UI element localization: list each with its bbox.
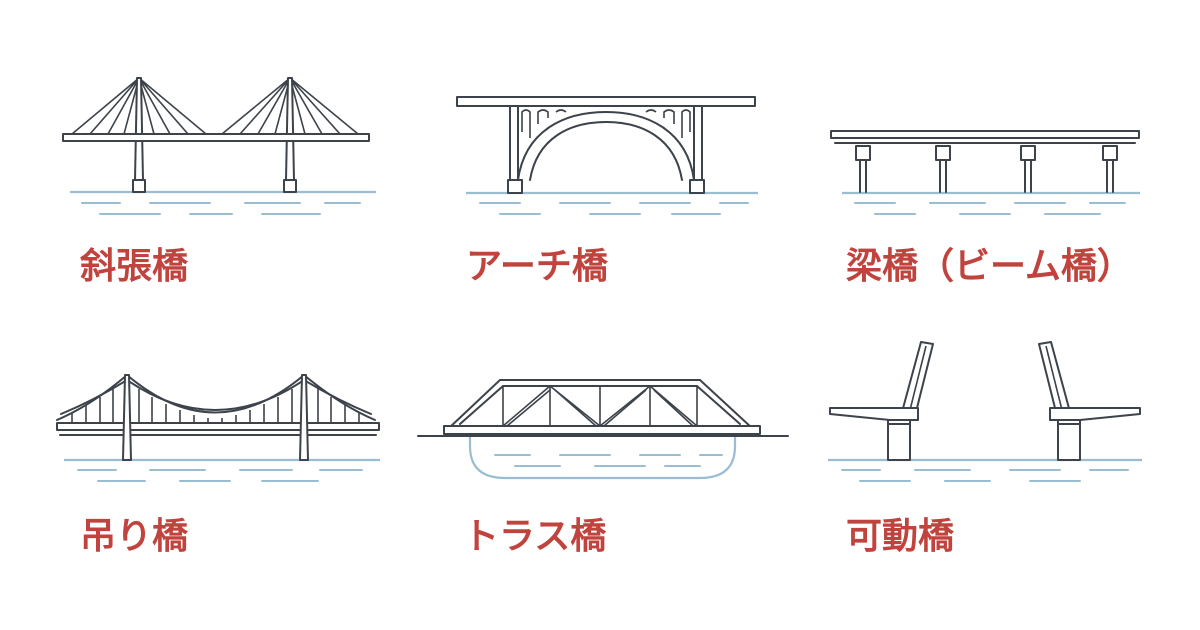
movable-bridge-icon — [828, 341, 1142, 482]
cable-stayed-bridge-icon — [62, 77, 376, 215]
arch-bridge-icon — [456, 96, 758, 215]
water-lines — [466, 191, 758, 215]
label-movable-bridge: 可動橋 — [846, 516, 955, 557]
label-suspension-bridge: 吊り橋 — [80, 516, 189, 557]
label-cable-stayed-bridge: 斜張橋 — [80, 246, 189, 287]
suspension-bridge-icon — [56, 374, 380, 482]
water-lines — [70, 190, 376, 215]
truss-bridge-icon — [417, 379, 789, 480]
water-lines — [64, 458, 380, 482]
label-truss-bridge: トラス橋 — [463, 516, 607, 557]
label-beam-bridge: 梁橋（ビーム橋） — [846, 246, 1133, 287]
beam-bridge-icon — [830, 130, 1140, 215]
label-arch-bridge: アーチ橋 — [466, 246, 608, 287]
water-lines — [494, 454, 723, 467]
water-lines — [828, 458, 1142, 482]
water-lines — [842, 191, 1140, 215]
